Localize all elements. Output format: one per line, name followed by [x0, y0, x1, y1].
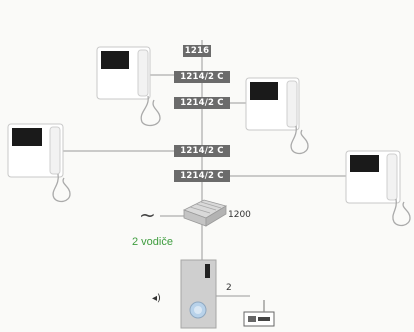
call-button-center [194, 306, 202, 314]
handset [386, 153, 398, 201]
video-monitor-1 [96, 46, 161, 127]
video-monitor-3 [7, 123, 71, 203]
door-entry-panel [180, 259, 217, 329]
module-tag-floor-1: 1214/2 C [174, 71, 230, 83]
video-monitor-2 [245, 77, 309, 155]
camera-lens-slot [205, 264, 210, 278]
handset-cord [290, 125, 309, 155]
handset [137, 49, 149, 97]
ac-symbol: ~ [139, 203, 156, 227]
power-supply-code: 1200 [228, 210, 251, 220]
handset [49, 126, 61, 175]
camera-module [243, 300, 275, 327]
power-supply-unit [182, 199, 228, 227]
bus-wire-count: 2 [226, 283, 232, 293]
monitor-screen [12, 128, 42, 146]
handset-cord [52, 173, 71, 203]
monitor-screen [101, 51, 129, 69]
handset-cord [392, 198, 411, 227]
wiring-note: 2 vodiče [132, 236, 173, 248]
module-tag-1216: 1216 [183, 45, 211, 57]
module-tag-floor-3: 1214/2 C [174, 145, 230, 157]
monitor-screen [350, 155, 379, 172]
module-tag-floor-2: 1214/2 C [174, 97, 230, 109]
handset [286, 80, 298, 128]
module-tag-floor-4: 1214/2 C [174, 170, 230, 182]
handset-cord [140, 95, 161, 127]
video-monitor-4 [345, 150, 411, 227]
monitor-screen [250, 82, 278, 100]
speaker-symbol: ◂) [152, 293, 161, 304]
